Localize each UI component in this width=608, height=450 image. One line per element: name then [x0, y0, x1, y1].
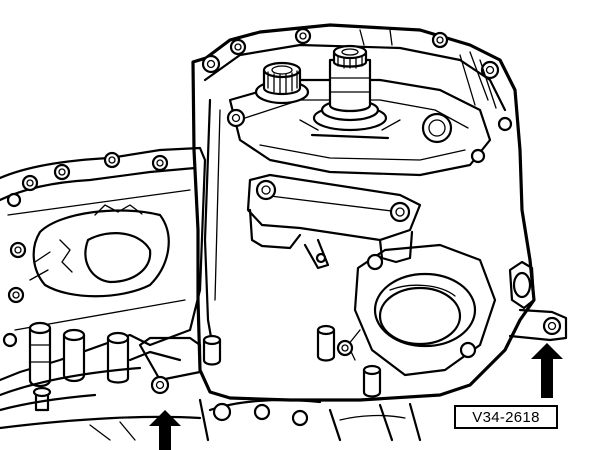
lower-flange: [0, 324, 422, 442]
right-bracket: [508, 260, 568, 342]
gear-shafts: [254, 44, 401, 140]
drive-flange: [347, 243, 497, 377]
left-studs: [0, 321, 142, 412]
arrow-up-icon: [531, 343, 563, 398]
selector-bracket: [246, 173, 422, 270]
arrow-up-icon: [149, 410, 181, 450]
figure-reference-label: V34-2618: [454, 405, 558, 429]
left-housing: [0, 146, 207, 382]
